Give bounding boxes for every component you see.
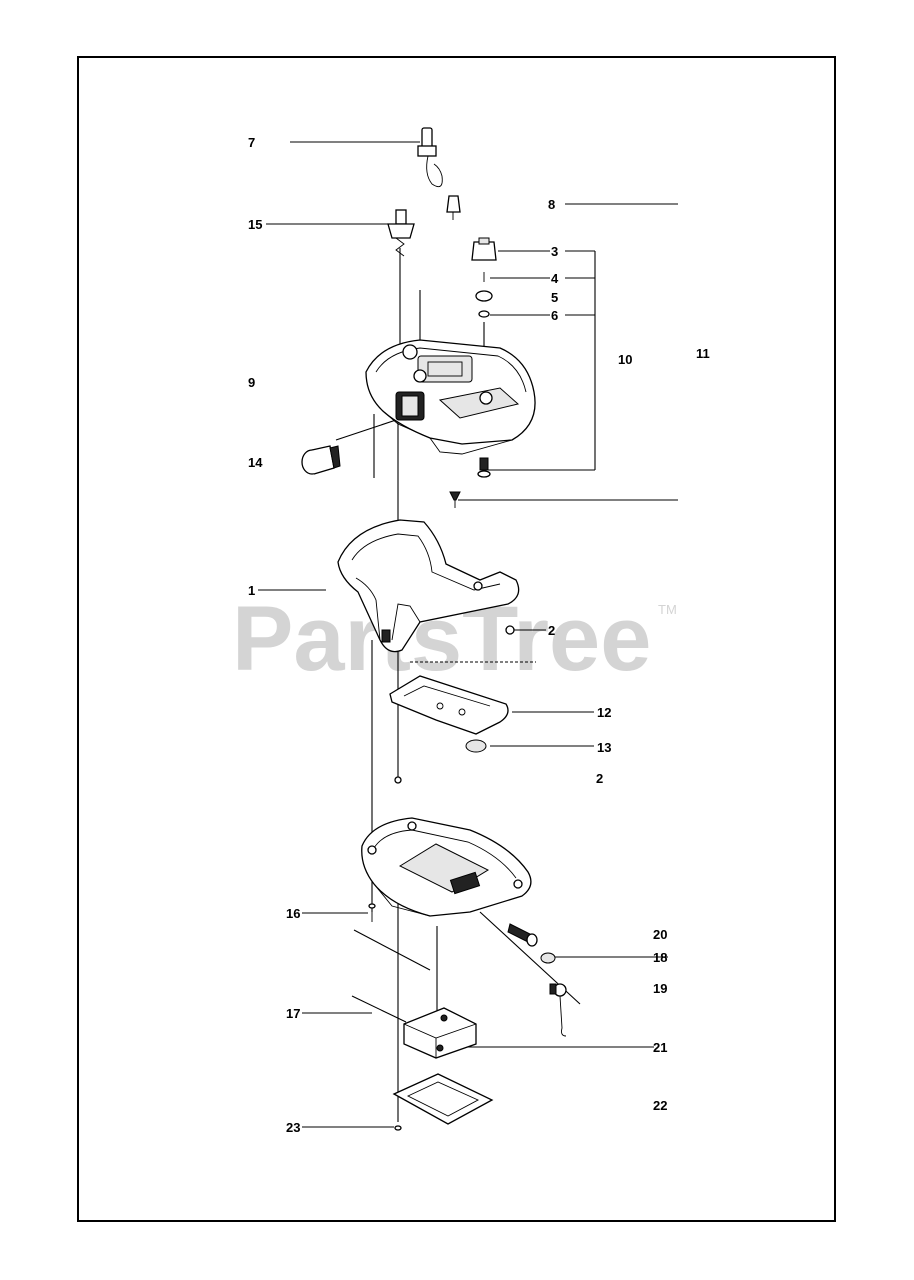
callout-17: 17 [286, 1006, 300, 1021]
part-21-battery [403, 1007, 477, 1059]
part-16-screw [368, 903, 376, 922]
callout-22: 22 [653, 1098, 667, 1113]
part-9-top-cover [365, 339, 536, 455]
callout-10: 10 [618, 352, 632, 367]
part-2-screw-lower [394, 776, 402, 784]
part-2-screw-upper [505, 625, 515, 635]
callout-6: 6 [551, 308, 558, 323]
diagram-border [77, 56, 836, 1222]
part-23-screw [394, 1125, 402, 1131]
callout-14: 14 [248, 455, 263, 470]
callout-16: 16 [286, 906, 300, 921]
part-14-button [301, 445, 341, 475]
part-1-frame [337, 519, 520, 653]
part-11-screw [477, 457, 491, 478]
part-13-pad [465, 739, 487, 753]
callout-13: 13 [597, 740, 611, 755]
part-3-knob [471, 237, 497, 261]
callout-labels: 7 8 15 3 4 5 6 10 11 9 14 1 2 12 13 2 16… [248, 135, 710, 1135]
callout-7: 7 [248, 135, 255, 150]
lower-chassis [361, 817, 532, 917]
part-20-bolt [507, 923, 538, 947]
callout-19: 19 [653, 981, 667, 996]
part-6-oring [478, 310, 490, 318]
part-12-plate [389, 675, 509, 735]
callout-5: 5 [551, 290, 558, 305]
part-22-gasket [392, 1073, 494, 1125]
callout-23: 23 [286, 1120, 300, 1135]
part-18-cap [540, 952, 556, 964]
callout-21: 21 [653, 1040, 667, 1055]
callout-20: 20 [653, 927, 667, 942]
callout-4: 4 [551, 271, 559, 286]
callout-12: 12 [597, 705, 611, 720]
callout-9: 9 [248, 375, 255, 390]
part-7-connector [417, 127, 443, 188]
watermark-tm: TM [658, 602, 677, 617]
part-8-cap [446, 195, 461, 220]
part-5-nut [475, 290, 493, 302]
callout-11: 11 [696, 346, 710, 361]
callout-8: 8 [548, 197, 555, 212]
callout-2-lower: 2 [596, 771, 603, 786]
part-19-cable [549, 983, 567, 1037]
callout-3: 3 [551, 244, 558, 259]
callout-18: 18 [653, 950, 667, 965]
part-10-screw [449, 491, 461, 508]
callout-1: 1 [248, 583, 255, 598]
part-15-fitting [387, 209, 415, 257]
callout-2-upper: 2 [548, 623, 555, 638]
leader-lines [258, 141, 678, 1128]
callout-15: 15 [248, 217, 262, 232]
